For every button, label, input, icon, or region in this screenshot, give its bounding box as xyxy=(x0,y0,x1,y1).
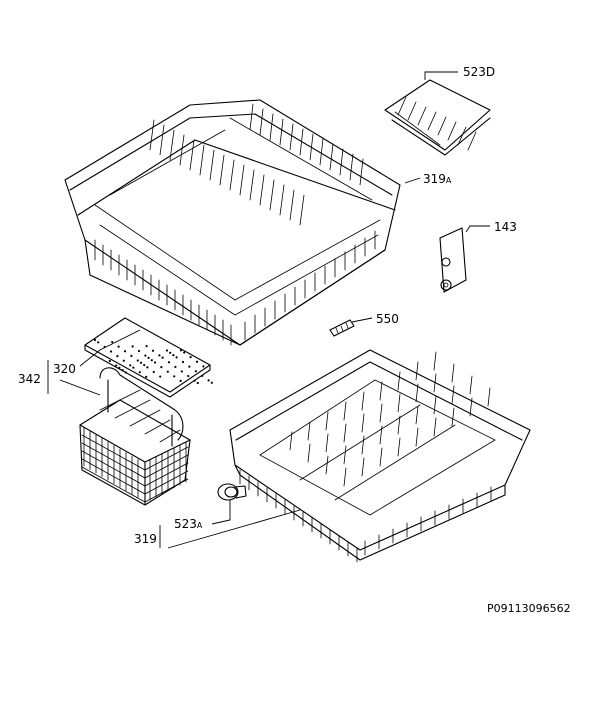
callout-523a: 523A xyxy=(174,517,203,531)
callout-320: 320 xyxy=(53,362,76,376)
leader-lines xyxy=(47,71,490,549)
cutlery-basket xyxy=(79,367,191,506)
callout-319a: 319A xyxy=(423,172,452,186)
callout-523d: 523D xyxy=(463,65,495,79)
wheel xyxy=(217,483,247,501)
diagram-code: P09113096562 xyxy=(487,602,571,615)
rack-insert xyxy=(384,79,491,156)
lower-basket xyxy=(229,349,531,563)
mat xyxy=(84,317,213,398)
pin xyxy=(329,319,355,337)
callout-143: 143 xyxy=(494,220,517,234)
rail-guide xyxy=(439,227,467,293)
callout-550: 550 xyxy=(376,312,399,326)
callout-342: 342 xyxy=(18,372,41,386)
upper-basket xyxy=(64,99,401,346)
callout-319: 319 xyxy=(134,532,157,546)
